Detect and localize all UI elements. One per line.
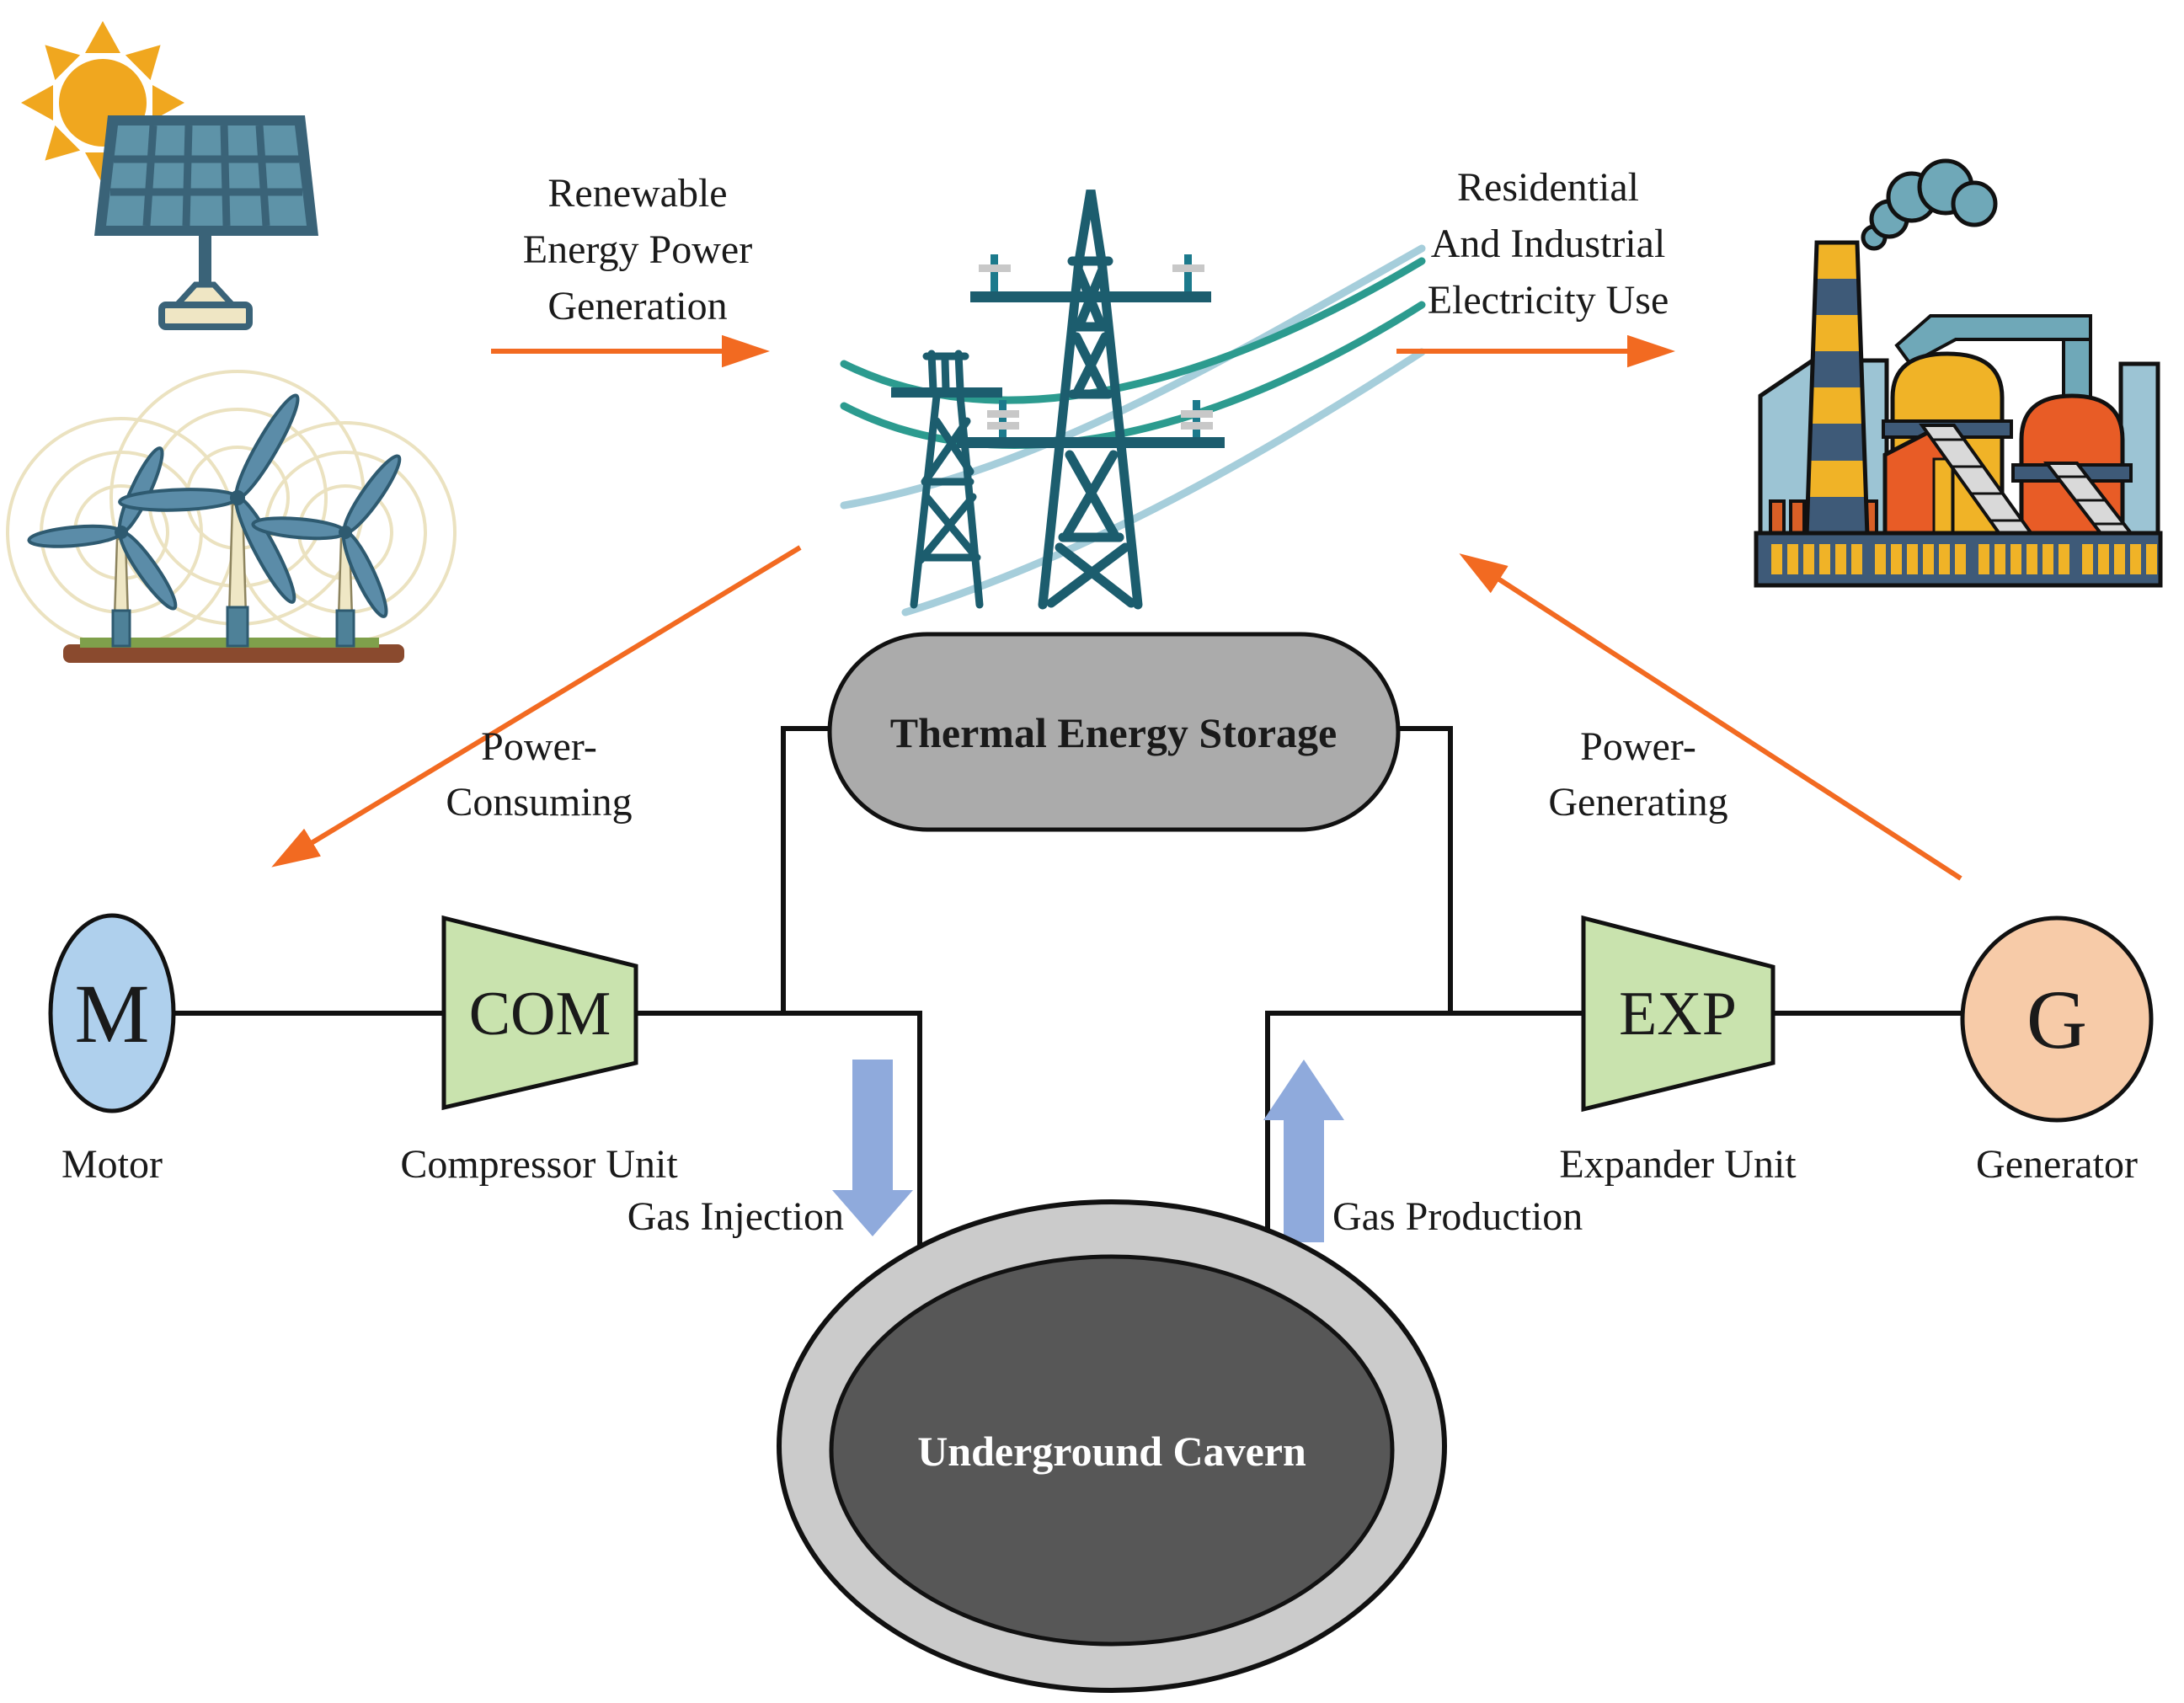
power-generating-arrow: [1459, 553, 1962, 881]
wind-turbines-icon: [6, 370, 457, 663]
tes-left-connector: [781, 726, 831, 1013]
power-consuming-label-line1: Power-: [481, 724, 597, 769]
thermal-energy-storage-vessel: [827, 632, 1401, 832]
cavern-to-expander-pipe: [1265, 1011, 1583, 1238]
motor-symbol: M: [75, 967, 150, 1060]
power-consuming-arrow: [271, 545, 802, 868]
motor-label: Motor: [61, 1142, 163, 1187]
transmission-tower-icon: [840, 190, 1426, 617]
gas-production-label: Gas Production: [1332, 1194, 1583, 1239]
compressor-trapezoid: [441, 915, 638, 1111]
renewable-label-line3: Generation: [547, 284, 727, 328]
factory-icon: [1754, 158, 2163, 588]
renewable-label-line1: Renewable: [547, 171, 727, 216]
tes-right-connector: [1398, 726, 1453, 1013]
motor-circle: [48, 913, 176, 1113]
residential-label-line1: Residential: [1457, 165, 1639, 210]
renewable-label-line2: Energy Power: [523, 227, 752, 272]
residential-label-line2: And Industrial: [1431, 222, 1666, 266]
thermal-energy-storage-label: Thermal Energy Storage: [890, 709, 1337, 756]
compressor-label: Compressor Unit: [400, 1142, 678, 1187]
gas-production-arrow-icon: [1263, 1060, 1344, 1242]
power-generating-label-line1: Power-: [1580, 724, 1696, 769]
generator-label: Generator: [1976, 1142, 2138, 1187]
power-generating-label-line2: Generating: [1548, 780, 1727, 825]
gas-injection-arrow-icon: [832, 1060, 913, 1236]
gas-injection-label: Gas Injection: [627, 1194, 844, 1239]
expander-trapezoid: [1581, 915, 1776, 1113]
power-consuming-label-line2: Consuming: [446, 780, 632, 825]
compressor-to-cavern-pipe: [636, 1011, 922, 1248]
cavern-label: Underground Cavern: [917, 1428, 1306, 1475]
residential-label-line3: Electricity Use: [1428, 278, 1669, 323]
cavern-inner-chamber: [829, 1254, 1395, 1647]
expander-label: Expander Unit: [1559, 1142, 1797, 1187]
solar-panel-icon: [94, 115, 318, 330]
generator-symbol: G: [2026, 973, 2087, 1066]
generator-circle: [1960, 916, 2154, 1123]
compressor-symbol: COM: [469, 980, 611, 1049]
expander-symbol: EXP: [1619, 980, 1737, 1049]
